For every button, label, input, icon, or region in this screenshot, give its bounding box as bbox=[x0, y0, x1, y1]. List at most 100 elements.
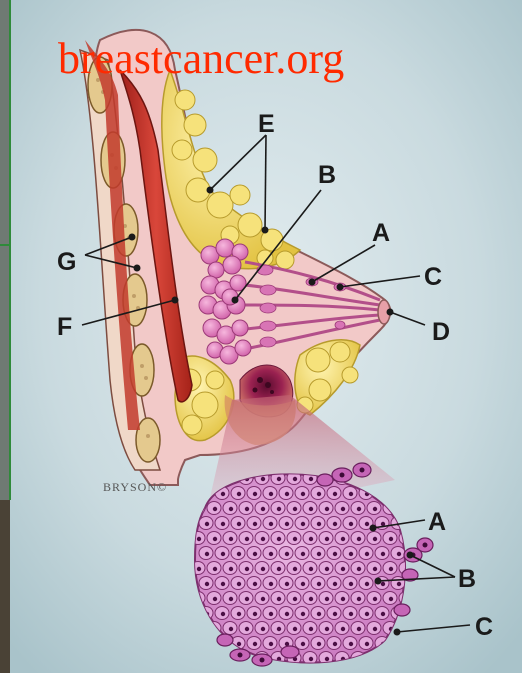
cell-nucleus bbox=[261, 477, 265, 481]
label-a: A bbox=[372, 219, 390, 247]
cell-nucleus bbox=[317, 522, 321, 526]
cell-nucleus bbox=[221, 522, 225, 526]
cell-nucleus bbox=[277, 537, 281, 541]
cell-nucleus bbox=[373, 567, 377, 571]
cell-nucleus bbox=[269, 642, 273, 646]
cell-nucleus bbox=[309, 657, 313, 661]
cell-nucleus bbox=[261, 597, 265, 601]
watermark-text: breastcancer.org bbox=[58, 34, 344, 83]
detail-label-a: A bbox=[428, 508, 446, 536]
cell-nucleus bbox=[213, 507, 217, 511]
cell-nucleus bbox=[205, 522, 209, 526]
cell-nucleus bbox=[381, 552, 385, 556]
cell-nucleus bbox=[365, 642, 369, 646]
cell-nucleus bbox=[293, 627, 297, 631]
cell-nucleus bbox=[317, 492, 321, 496]
cell-nucleus bbox=[333, 582, 337, 586]
cell-nucleus bbox=[389, 597, 393, 601]
cell-nucleus bbox=[309, 597, 313, 601]
cell-nucleus bbox=[341, 537, 345, 541]
cell-nucleus bbox=[365, 552, 369, 556]
cell-nucleus bbox=[293, 597, 297, 601]
cell-nucleus bbox=[293, 507, 297, 511]
cell-nucleus bbox=[229, 507, 233, 511]
cell-nucleus bbox=[317, 642, 321, 646]
cell-nucleus bbox=[293, 477, 297, 481]
cell-nucleus bbox=[349, 492, 353, 496]
cell-nucleus bbox=[237, 582, 241, 586]
cell-nucleus bbox=[301, 582, 305, 586]
cell-nucleus bbox=[245, 567, 249, 571]
cell-nucleus bbox=[205, 582, 209, 586]
cell-nucleus bbox=[349, 642, 353, 646]
cell-nucleus bbox=[301, 522, 305, 526]
cell-nucleus bbox=[325, 537, 329, 541]
cell-nucleus bbox=[325, 567, 329, 571]
cell-nucleus bbox=[221, 552, 225, 556]
detail-label-c: C bbox=[475, 613, 493, 641]
cell-nucleus bbox=[261, 627, 265, 631]
cell-nucleus bbox=[245, 627, 249, 631]
cell-nucleus bbox=[373, 507, 377, 511]
cell-nucleus bbox=[229, 597, 233, 601]
cell-nucleus bbox=[269, 612, 273, 616]
cell-nucleus bbox=[229, 537, 233, 541]
cell-nucleus bbox=[357, 507, 361, 511]
cell-nucleus bbox=[333, 612, 337, 616]
cell-nucleus bbox=[221, 492, 225, 496]
cell-nucleus bbox=[293, 567, 297, 571]
cell-nucleus bbox=[253, 552, 257, 556]
cell-nucleus bbox=[253, 612, 257, 616]
cell-nucleus bbox=[341, 507, 345, 511]
cell-nucleus bbox=[277, 507, 281, 511]
cell-nucleus bbox=[253, 642, 257, 646]
cell-nucleus bbox=[397, 582, 401, 586]
cell-nucleus bbox=[341, 597, 345, 601]
cell-nucleus bbox=[349, 612, 353, 616]
cell-nucleus bbox=[261, 537, 265, 541]
cell-nucleus bbox=[325, 597, 329, 601]
cell-nucleus bbox=[373, 627, 377, 631]
cell-nucleus bbox=[333, 552, 337, 556]
cell-nucleus bbox=[381, 612, 385, 616]
cell-nucleus bbox=[285, 582, 289, 586]
cell-nucleus bbox=[325, 657, 329, 661]
cell-nucleus bbox=[269, 552, 273, 556]
cell-nucleus bbox=[317, 612, 321, 616]
cell-nucleus bbox=[269, 492, 273, 496]
cell-nucleus bbox=[277, 567, 281, 571]
cell-nucleus bbox=[237, 552, 241, 556]
cell-nucleus bbox=[237, 612, 241, 616]
cell-nucleus bbox=[357, 567, 361, 571]
cell-nucleus bbox=[197, 537, 201, 541]
cell-nucleus bbox=[285, 552, 289, 556]
cell-nucleus bbox=[309, 567, 313, 571]
cell-nucleus bbox=[333, 492, 337, 496]
cell-nucleus bbox=[285, 612, 289, 616]
cell-nucleus bbox=[237, 522, 241, 526]
cell-nucleus bbox=[333, 642, 337, 646]
cell-nucleus bbox=[213, 537, 217, 541]
cell-nucleus bbox=[301, 612, 305, 616]
cell-nucleus bbox=[197, 567, 201, 571]
cell-nucleus bbox=[237, 492, 241, 496]
label-d: D bbox=[432, 318, 450, 346]
cell-nucleus bbox=[301, 642, 305, 646]
cell-nucleus bbox=[285, 522, 289, 526]
cell-nucleus bbox=[269, 522, 273, 526]
cell-nucleus bbox=[357, 537, 361, 541]
label-e: E bbox=[258, 110, 275, 138]
cell-nucleus bbox=[293, 537, 297, 541]
cell-nucleus bbox=[277, 627, 281, 631]
cell-nucleus bbox=[365, 582, 369, 586]
cell-nucleus bbox=[357, 627, 361, 631]
cell-nucleus bbox=[245, 507, 249, 511]
cell-nucleus bbox=[365, 522, 369, 526]
cell-nucleus bbox=[389, 567, 393, 571]
cell-nucleus bbox=[397, 552, 401, 556]
cell-nucleus bbox=[277, 597, 281, 601]
detail-label-b: B bbox=[458, 565, 476, 593]
label-b: B bbox=[318, 161, 336, 189]
cell-nucleus bbox=[301, 492, 305, 496]
